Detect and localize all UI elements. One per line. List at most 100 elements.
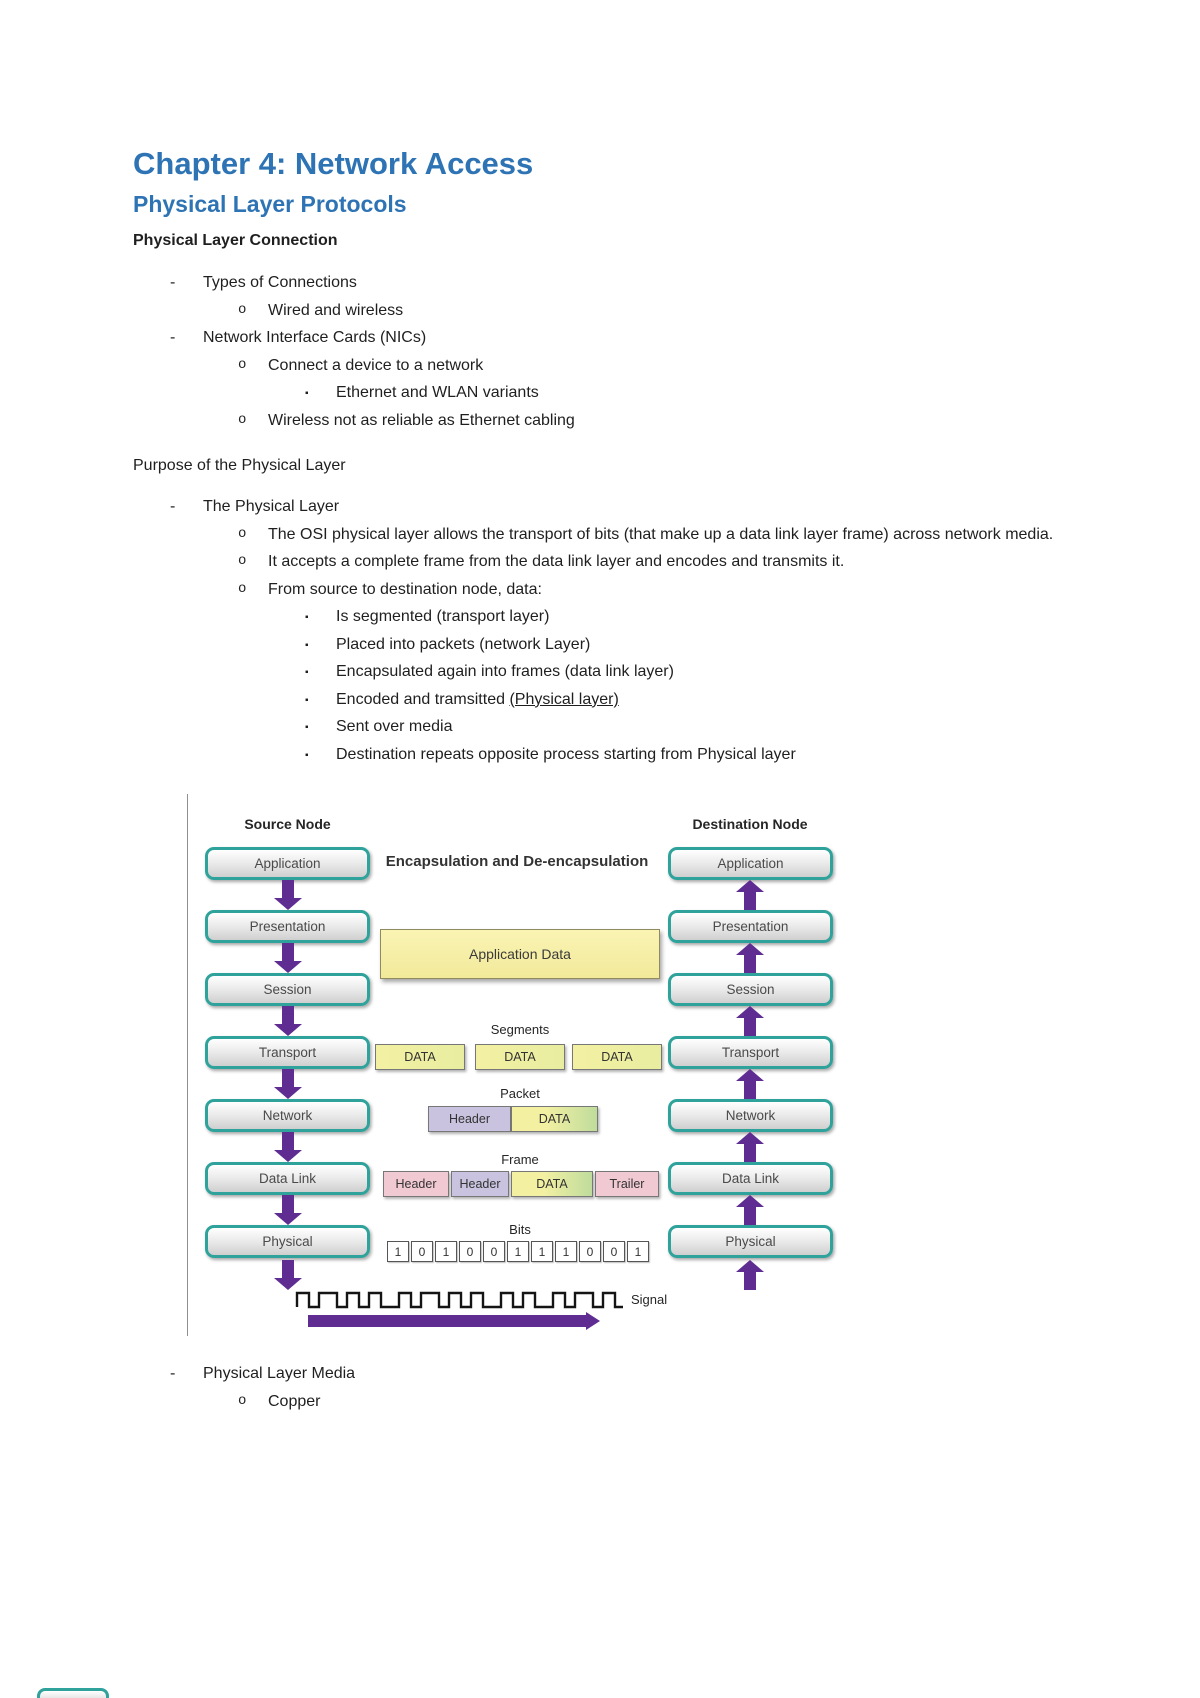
- list-item: ▪Is segmented (transport layer): [133, 603, 1063, 631]
- list-item: ▪Destination repeats opposite process st…: [133, 741, 1063, 769]
- encapsulation-arrow-icon: [274, 880, 302, 911]
- source-layer-network: Network: [205, 1099, 370, 1133]
- destination-layer-session: Session: [668, 973, 833, 1007]
- bit-cell: 1: [555, 1241, 577, 1263]
- destination-layer-presentation: Presentation: [668, 910, 833, 944]
- frame-trailer-box: Trailer: [595, 1171, 659, 1198]
- o-bullet: o: [238, 356, 247, 373]
- dash-bullet: -: [170, 329, 176, 347]
- o-bullet: o: [238, 525, 247, 542]
- list-item: - Network Interface Cards (NICs): [133, 324, 1063, 352]
- dash-bullet: -: [170, 1365, 176, 1383]
- destination-node-label: Destination Node: [692, 816, 808, 833]
- bit-cell: 1: [507, 1241, 529, 1263]
- de-encapsulation-arrow-icon: [736, 1195, 764, 1226]
- list-item: o Wireless not as reliable as Ethernet ca…: [133, 407, 1063, 435]
- source-layer-application: Application: [205, 847, 370, 881]
- list-item-text: It accepts a complete frame from the dat…: [268, 553, 845, 571]
- list-item: ▪Sent over media: [133, 713, 1063, 741]
- list-item: - Physical Layer Media: [133, 1360, 1063, 1388]
- frame-header-box: Header: [383, 1171, 449, 1198]
- heading-physical-layer-connection: Physical Layer Connection: [133, 232, 338, 250]
- square-bullet: ▪: [305, 639, 309, 651]
- encapsulation-arrow-icon: [274, 1195, 302, 1226]
- chapter-title: Chapter 4: Network Access: [133, 146, 534, 181]
- o-bullet: o: [238, 411, 247, 428]
- o-bullet: o: [238, 580, 247, 597]
- de-encapsulation-arrow-icon: [736, 1260, 764, 1291]
- list-item: o It accepts a complete frame from the da…: [133, 548, 1063, 576]
- bits-label: Bits: [509, 1222, 531, 1238]
- list-item-text: Encoded and tramsitted: [336, 690, 510, 708]
- frame-header2-box: Header: [451, 1171, 509, 1198]
- encapsulation-arrow-icon: [274, 1132, 302, 1163]
- signal-label: Signal: [631, 1292, 668, 1308]
- underlined-text: (Physical layer): [509, 690, 619, 708]
- segment-data-box: DATA: [375, 1044, 465, 1071]
- list-item-text: The Physical Layer: [203, 498, 340, 516]
- list-item: -Types of Connections: [133, 269, 1063, 297]
- signal-direction-arrow-icon: [308, 1312, 600, 1331]
- packet-header-box: Header: [428, 1106, 511, 1133]
- encapsulation-arrow-icon: [274, 1006, 302, 1037]
- list-item-text: Wireless not as reliable as Ethernet cab…: [268, 411, 575, 429]
- signal-waveform-icon: [295, 1291, 623, 1309]
- dash-bullet: -: [170, 274, 176, 292]
- segments-label: Segments: [490, 1022, 550, 1038]
- list-item: ▪ Encapsulated again into frames (data li…: [133, 658, 1063, 686]
- segment-data-box: DATA: [572, 1044, 662, 1071]
- bit-cell: 1: [435, 1241, 457, 1263]
- bit-cell: 0: [603, 1241, 625, 1263]
- destination-layer-datalink: Data Link: [668, 1162, 833, 1196]
- list-item-text: Physical Layer Media: [203, 1365, 356, 1383]
- destination-layer-network: Network: [668, 1099, 833, 1133]
- bit-cell: 0: [459, 1241, 481, 1263]
- source-layer-datalink: Data Link: [205, 1162, 370, 1196]
- list-item-text: Placed into packets (network Layer): [336, 635, 591, 653]
- de-encapsulation-arrow-icon: [736, 1006, 764, 1037]
- bit-cell: 1: [387, 1241, 409, 1263]
- list-item-text: Wired and wireless: [268, 301, 404, 319]
- de-encapsulation-arrow-icon: [736, 943, 764, 974]
- list-item-text: Encapsulated again into frames (data lin…: [336, 663, 674, 681]
- square-bullet: ▪: [305, 612, 309, 624]
- packet-label: Packet: [500, 1086, 540, 1102]
- list-item: o The OSI physical layer allows the trans…: [133, 521, 1063, 549]
- list-item-text: Copper: [268, 1392, 321, 1410]
- bit-cell: 1: [627, 1241, 649, 1263]
- o-bullet: o: [238, 553, 247, 570]
- encapsulation-arrow-icon: [274, 943, 302, 974]
- de-encapsulation-arrow-icon: [736, 1069, 764, 1100]
- source-layer-presentation: Presentation: [205, 910, 370, 944]
- list-item: ▪Encoded and tramsitted (Physical layer): [133, 686, 1063, 714]
- destination-layer-physical: Physical: [668, 1225, 833, 1259]
- section-subtitle: Physical Layer Protocols: [133, 190, 407, 217]
- packet-data-box: DATA: [511, 1106, 598, 1133]
- application-data-box: Application Data: [380, 929, 660, 980]
- de-encapsulation-arrow-icon: [736, 1132, 764, 1163]
- bits-row: 1 0 1 0 0 1 1 1 0 0 1: [387, 1241, 651, 1263]
- list-item: o From source to destination node, data:: [133, 576, 1063, 604]
- destination-layer-application: Application: [668, 847, 833, 881]
- bit-cell: 0: [411, 1241, 433, 1263]
- square-bullet: ▪: [305, 667, 309, 679]
- source-layer-physical: Physical: [205, 1225, 370, 1259]
- frame-data-box: DATA: [511, 1171, 593, 1198]
- list-item-text: From source to destination node, data:: [268, 580, 542, 598]
- list-item-text: The OSI physical layer allows the transp…: [268, 525, 1054, 543]
- list-item: ▪Ethernet and WLAN variants: [133, 379, 1063, 407]
- list-item: ▪ Placed into packets (network Layer): [133, 631, 1063, 659]
- source-layer-transport: Transport: [205, 1036, 370, 1070]
- encapsulation-arrow-icon: [274, 1260, 302, 1291]
- destination-layer-transport: Transport: [668, 1036, 833, 1070]
- segment-data-box: DATA: [475, 1044, 565, 1071]
- encapsulation-diagram: Source Node Destination Node Encapsulati…: [185, 794, 895, 1342]
- list-item-text: Network Interface Cards (NICs): [203, 329, 427, 347]
- de-encapsulation-arrow-icon: [736, 880, 764, 911]
